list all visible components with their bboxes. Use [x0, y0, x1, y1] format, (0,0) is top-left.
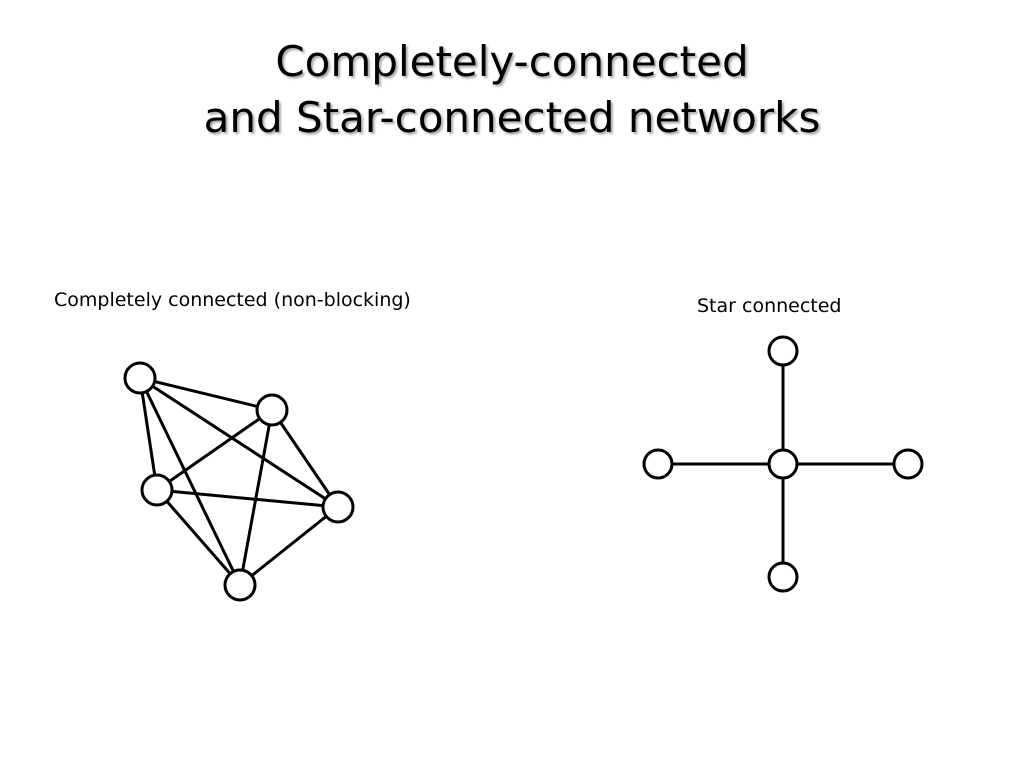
- star-outer-node: [767, 561, 799, 593]
- network-node: [123, 361, 157, 395]
- star-nodes: [642, 335, 924, 593]
- edge: [138, 376, 159, 492]
- slide-title: Completely-connected and Star-connected …: [0, 34, 1024, 146]
- star-connected-network: [642, 335, 924, 593]
- star-outer-node: [642, 448, 674, 480]
- complete-nodes: [123, 361, 355, 602]
- edge: [155, 488, 340, 509]
- complete-edges: [138, 376, 340, 587]
- edge: [155, 488, 242, 587]
- star-outer-node: [892, 448, 924, 480]
- star-edges: [656, 349, 910, 579]
- slide-title-line-1: Completely-connected: [275, 37, 749, 86]
- edge: [238, 408, 274, 587]
- edge: [238, 505, 340, 587]
- edge: [138, 376, 340, 509]
- completely-connected-caption: Completely connected (non-blocking): [54, 289, 411, 311]
- edge: [155, 408, 274, 492]
- network-node: [223, 568, 257, 602]
- star-outer-node: [767, 335, 799, 367]
- network-node: [321, 490, 355, 524]
- slide-title-line-2: and Star-connected networks: [203, 93, 821, 142]
- network-node: [255, 393, 289, 427]
- edge: [270, 408, 340, 509]
- star-connected-caption: Star connected: [697, 295, 842, 317]
- network-node: [140, 473, 174, 507]
- edge: [138, 376, 242, 587]
- edge: [138, 376, 274, 412]
- completely-connected-network: [123, 361, 355, 602]
- star-hub-node: [767, 448, 799, 480]
